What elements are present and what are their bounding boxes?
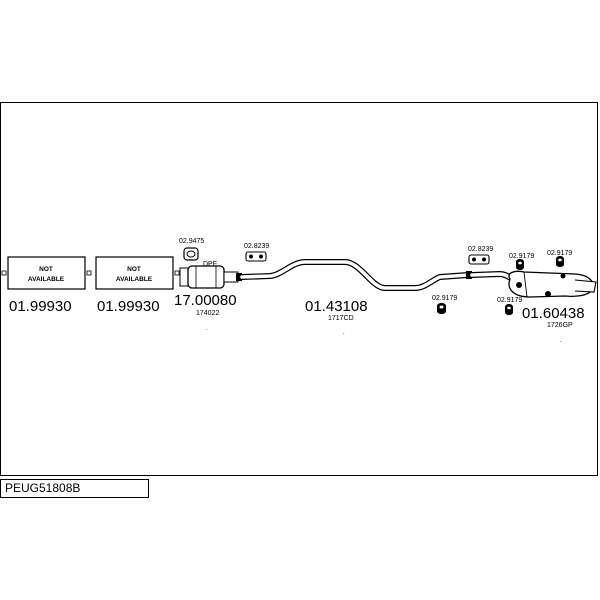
diagram-frame [0,102,598,476]
part-box-1[interactable]: NOT AVAILABLE [7,256,86,290]
dpf-tag: DPF [203,261,217,268]
diagram-code: PEUG51808B [0,479,149,498]
rubber-mount-icon[interactable] [505,304,513,315]
not-available-line1: NOT [39,266,53,273]
part-number-4: 01.43108 [305,298,368,315]
dot-2: . [343,330,345,336]
not-available-line2: AVAILABLE [116,276,153,283]
small-part-label-c: 02.8239 [468,246,493,253]
rubber-mount-icon[interactable] [556,256,564,267]
part-number-3: 17.00080 [174,292,237,309]
clamp-icon[interactable] [245,251,267,262]
small-part-label-g: 02.9179 [497,297,522,304]
connector-left-1 [1,270,7,276]
small-part-label-b: 02.8239 [244,243,269,250]
part-number-2: 01.99930 [97,298,160,315]
not-available-line1: NOT [127,266,141,273]
part-sub-4: 1717CD [328,315,354,322]
part-sub-3: 174022 [196,310,219,317]
rear-silencer[interactable] [469,270,597,298]
part-number-5: 01.60438 [522,305,585,322]
small-part-label-e: 02.9179 [509,253,534,260]
small-part-label-a-visible: 02.9475 [179,238,204,245]
rubber-mount-icon[interactable] [437,303,446,314]
dot-1: . [206,326,208,332]
connector-right-1 [86,270,92,276]
part-box-2[interactable]: NOT AVAILABLE [95,256,174,290]
part-number-1: 01.99930 [9,298,72,315]
clamp-icon[interactable] [468,254,490,265]
not-available-line2: AVAILABLE [28,276,65,283]
small-part-label-d: 02.9179 [432,295,457,302]
connector-right-2 [174,270,180,276]
small-part-label-f: 02.9179 [547,250,572,257]
middle-pipe[interactable] [239,259,472,291]
part-sub-5: 1726GP [547,322,573,329]
gasket-ring-icon[interactable] [183,247,199,261]
rubber-mount-icon[interactable] [516,259,524,270]
dpf-catalyst[interactable] [179,265,242,289]
dot-3: . [560,338,562,344]
